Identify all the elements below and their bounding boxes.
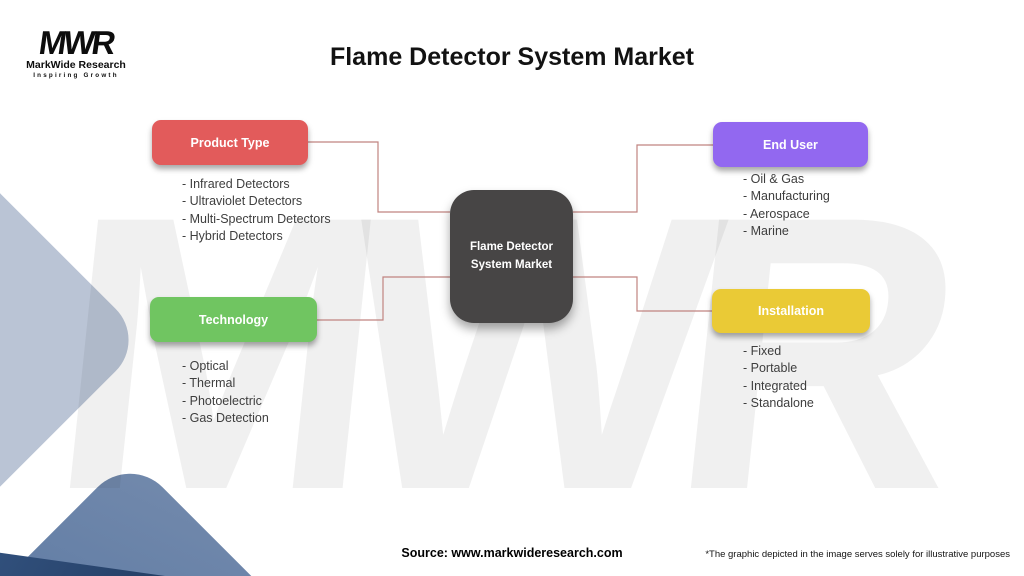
list-item: - Integrated	[743, 378, 807, 393]
connector-installation	[573, 276, 713, 312]
logo-name: MarkWide Research	[26, 59, 126, 72]
branch-label: Technology	[198, 312, 269, 327]
list-item: - Hybrid Detectors	[182, 229, 283, 244]
disclaimer-text: *The graphic depicted in the image serve…	[705, 549, 1010, 560]
branch-list-technology: - Optical - Thermal - Photoelectric - Ga…	[182, 358, 269, 428]
branch-box-product-type: Product Type	[152, 120, 308, 165]
branch-box-installation: Installation	[712, 289, 870, 333]
list-item: - Portable	[743, 361, 798, 376]
list-item: - Marine	[743, 224, 789, 239]
list-item: - Optical	[182, 359, 229, 373]
list-item: - Photoelectric	[182, 393, 262, 408]
branch-list-installation: - Fixed - Portable - Integrated - Standa…	[743, 343, 814, 413]
list-item: - Ultraviolet Detectors	[182, 194, 303, 209]
connector-end-user	[573, 144, 713, 213]
list-item: - Aerospace	[743, 206, 810, 221]
list-item: - Standalone	[743, 396, 814, 411]
branch-label: Product Type	[190, 135, 270, 150]
logo: MWR MarkWide Research Inspiring Growth	[20, 24, 132, 80]
logo-tagline: Inspiring Growth	[33, 72, 119, 80]
list-item: - Infrared Detectors	[182, 177, 290, 191]
central-node-line1: Flame Detector	[469, 241, 554, 254]
branch-label: End User	[763, 137, 818, 152]
branch-box-end-user: End User	[713, 122, 868, 167]
branch-box-technology: Technology	[150, 297, 317, 342]
list-item: - Oil & Gas	[743, 172, 805, 186]
central-node: Flame Detector System Market	[450, 190, 573, 323]
list-item: - Thermal	[182, 376, 236, 391]
list-item: - Multi-Spectrum Detectors	[182, 211, 331, 226]
page-title: Flame Detector System Market	[329, 42, 695, 71]
list-item: - Gas Detection	[182, 411, 269, 426]
connector-product-type	[307, 141, 450, 213]
branch-list-end-user: - Oil & Gas - Manufacturing - Aerospace …	[743, 171, 830, 241]
branch-label: Installation	[758, 304, 824, 318]
list-item: - Fixed	[743, 344, 782, 358]
source-text: Source: www.markwideresearch.com	[401, 546, 623, 560]
branch-list-product-type: - Infrared Detectors - Ultraviolet Detec…	[182, 176, 331, 246]
list-item: - Manufacturing	[743, 189, 830, 204]
connector-technology	[317, 276, 450, 321]
central-node-line2: System Market	[470, 258, 553, 271]
